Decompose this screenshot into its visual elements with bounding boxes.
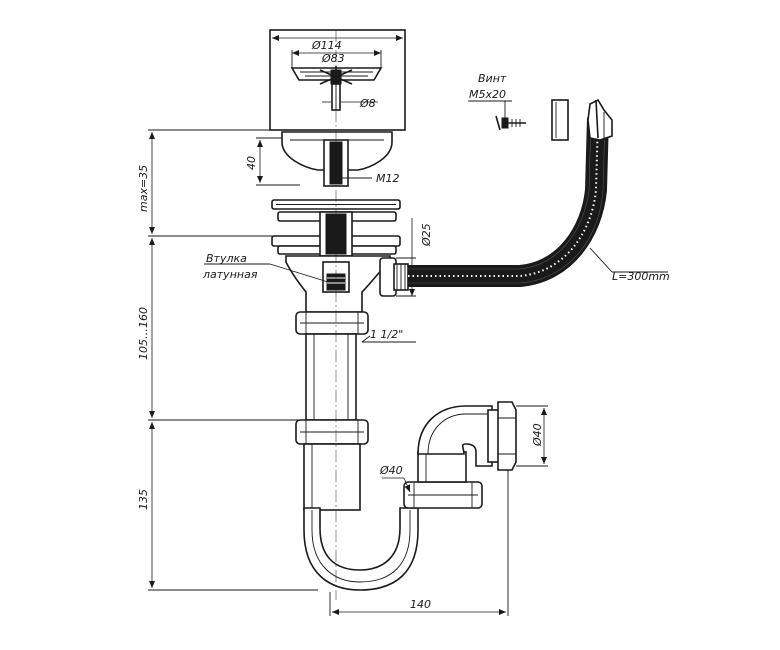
dim-thread-inch: 1 1/2" xyxy=(370,328,403,341)
overflow-hose: L=300mm xyxy=(408,98,670,287)
elbow-outlet-nut xyxy=(497,401,517,471)
strainer-basket xyxy=(290,67,383,81)
dim-height-105-160: 105…160 xyxy=(137,307,150,360)
elbow-outlet: Ø40 xyxy=(417,401,548,471)
drain-flange: M12 xyxy=(281,131,400,187)
dim-diameter-8: Ø8 xyxy=(359,97,376,110)
strainer-top-view: Ø114 Ø83 Ø8 xyxy=(269,29,406,131)
dim-height-135: 135 xyxy=(137,489,150,510)
dim-hose-length: L=300mm xyxy=(612,270,670,283)
dim-diameter-25: Ø25 xyxy=(420,223,433,247)
outlet-body: Ø25 xyxy=(285,218,433,313)
left-dimensions: max=35 105…160 135 40 xyxy=(137,129,318,591)
dim-diameter-114: Ø114 xyxy=(311,39,342,52)
dim-diameter-83: Ø83 xyxy=(321,52,345,65)
u-bend xyxy=(303,507,419,591)
overflow-grille-fitting xyxy=(587,98,613,141)
label-bushing-line2: латунная xyxy=(202,268,258,281)
bottom-dimension: 140 xyxy=(329,470,509,616)
dim-thread-m12: M12 xyxy=(376,172,400,185)
dim-diameter-40-side: Ø40 xyxy=(531,423,544,447)
bushing-callout: Втулка латунная xyxy=(202,252,329,283)
vertical-tube: 1 1/2" xyxy=(295,311,416,511)
screw-icon xyxy=(495,115,526,131)
label-screw-line2: M5x20 xyxy=(469,88,506,101)
gasket-stack xyxy=(271,199,401,257)
trap-inlet-tube xyxy=(303,443,361,511)
dim-diameter-40-middle: Ø40 xyxy=(379,464,403,477)
overflow-cap xyxy=(551,99,569,141)
label-bushing-line1: Втулка xyxy=(206,252,247,265)
dim-width-140: 140 xyxy=(410,598,431,611)
trap-riser: Ø40 xyxy=(379,451,483,509)
strainer-frame xyxy=(269,29,406,131)
screw-detail: Винт M5x20 xyxy=(468,72,569,141)
dim-max-35: max=35 xyxy=(137,165,150,212)
dim-height-40: 40 xyxy=(245,156,258,170)
label-screw-line1: Винт xyxy=(478,72,507,85)
extension-tube xyxy=(305,333,357,421)
